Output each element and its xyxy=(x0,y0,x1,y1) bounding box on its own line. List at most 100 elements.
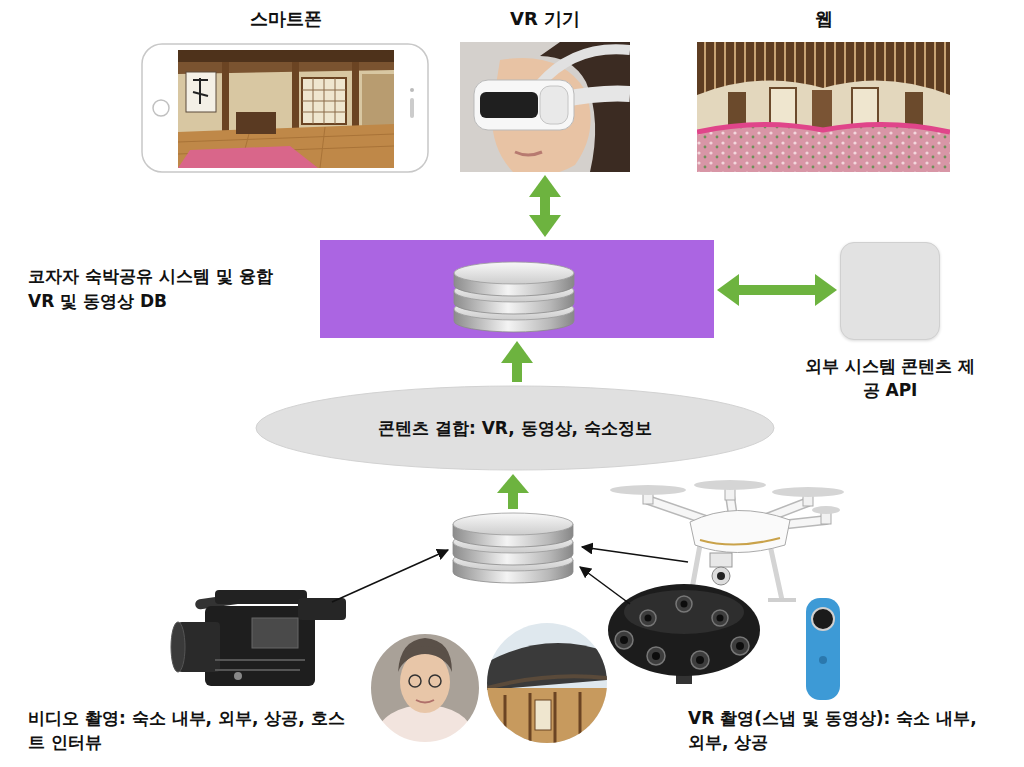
smartphone-illustration xyxy=(302,78,346,124)
web-panorama xyxy=(812,90,832,130)
node-text: VR 촬영(스냅 및 동영상): 숙소 내부, 외부, 상공 xyxy=(688,706,992,754)
house-photo xyxy=(487,676,607,688)
capture-arrows xyxy=(332,547,688,604)
system-panel xyxy=(320,240,714,338)
video-camera xyxy=(252,618,298,648)
vr-headset-photo xyxy=(460,42,630,172)
text-wrap: VR 기기 xyxy=(458,6,632,32)
vr-360-camera xyxy=(615,596,749,669)
vr-360-camera xyxy=(620,601,744,665)
drone-illustration xyxy=(710,553,732,567)
smartphone-illustration xyxy=(410,88,414,92)
green-arrow xyxy=(497,474,529,493)
node-text: 콘텐츠 결합: VR, 동영상, 숙소정보 xyxy=(378,416,652,440)
smartphone-illustration xyxy=(186,72,216,112)
smartphone-illustration xyxy=(178,127,394,168)
vr-headset-photo xyxy=(474,80,574,130)
arrow-head xyxy=(717,274,739,306)
node-text: 비디오 촬영: 숙소 내부, 외부, 상공, 호스트 인터뷰 xyxy=(28,706,346,754)
vr-360-camera xyxy=(681,601,688,608)
source-database xyxy=(453,513,573,583)
smartphone-illustration xyxy=(236,112,276,134)
vr-360-camera xyxy=(620,636,628,644)
drone-illustration xyxy=(610,480,844,600)
text-wrap: 외부 시스템 콘텐츠 제공 API xyxy=(800,354,980,402)
vr-360-camera xyxy=(676,596,692,612)
video-camera xyxy=(215,660,305,670)
node-text: 웹 xyxy=(695,6,953,32)
video-camera xyxy=(298,598,346,620)
vr-360-camera xyxy=(647,647,665,665)
capture-arrows xyxy=(580,567,630,604)
vr-headset-photo xyxy=(540,86,568,124)
vr-360-camera xyxy=(652,652,660,660)
vr-360-camera xyxy=(712,610,728,626)
drone-illustration xyxy=(712,567,730,585)
connector-line xyxy=(540,195,550,217)
phone-frame xyxy=(141,42,431,172)
vr-360-camera xyxy=(615,631,633,649)
blue-360-camera xyxy=(806,598,840,700)
vr-360-camera xyxy=(691,651,709,669)
connector-line xyxy=(737,285,817,295)
house-photo xyxy=(535,700,551,730)
node-text: 외부 시스템 콘텐츠 제공 API xyxy=(800,354,980,402)
arrow-head xyxy=(501,341,533,363)
text-wrap: 코자자 숙박공유 시스템 및 융합 VR 및 동영상 DB xyxy=(28,264,278,314)
system-panel xyxy=(454,262,574,332)
smartphone-illustration xyxy=(302,78,346,124)
host-photo xyxy=(429,675,441,687)
video-capture-label: 비디오 촬영: 숙소 내부, 외부, 상공, 호스트 인터뷰 xyxy=(28,706,346,754)
smartphone-illustration xyxy=(193,78,208,104)
connector-line xyxy=(512,361,522,382)
vr-360-camera xyxy=(608,584,760,684)
blue-360-camera xyxy=(812,608,834,630)
arrow-head xyxy=(529,215,561,237)
host-photo xyxy=(409,675,421,687)
smartphone-illustration xyxy=(178,146,318,168)
smartphone-illustration xyxy=(178,50,394,62)
web-panorama xyxy=(697,124,950,132)
vr-headset-photo xyxy=(480,92,538,118)
text-wrap: 웹 xyxy=(695,6,953,32)
text-wrap: 콘텐츠 결합: VR, 동영상, 숙소정보 xyxy=(378,416,652,440)
vr-360-camera xyxy=(696,656,704,664)
smartphone-view: 스마트폰 xyxy=(140,6,432,172)
smartphone-illustration xyxy=(222,62,229,132)
smartphone-illustration xyxy=(142,44,428,172)
arrow-head xyxy=(815,274,837,306)
capture-arrows xyxy=(582,547,688,562)
drone-illustration xyxy=(700,538,780,545)
system-db: 코자자 숙박공유 시스템 및 융합 VR 및 동영상 DB xyxy=(28,240,714,338)
system-panel xyxy=(320,240,714,338)
node-text: 코자자 숙박공유 시스템 및 융합 VR 및 동영상 DB xyxy=(28,264,278,314)
smartphone-illustration xyxy=(153,100,169,116)
video-camera xyxy=(171,622,185,672)
smartphone-illustration xyxy=(178,50,394,168)
node-text: 스마트폰 xyxy=(140,6,432,32)
green-arrow xyxy=(508,492,518,509)
house-photo xyxy=(487,688,607,743)
web-view: 웹 xyxy=(695,6,953,172)
video-camera xyxy=(234,672,242,680)
source-database xyxy=(453,513,573,583)
drone-illustration xyxy=(812,506,840,514)
video-camera xyxy=(215,590,307,604)
host-photo xyxy=(416,700,434,703)
capture-arrows xyxy=(332,550,448,602)
panorama-frame xyxy=(696,42,952,172)
green-connector xyxy=(501,341,533,382)
vr-360-camera xyxy=(608,584,760,676)
web-panorama xyxy=(697,42,950,172)
vr-360-camera xyxy=(731,637,749,655)
content-merge: 콘텐츠 결합: VR, 동영상, 숙소정보 xyxy=(255,385,775,471)
smartphone-illustration xyxy=(178,50,394,168)
green-arrow xyxy=(497,474,529,509)
house-photo xyxy=(487,623,607,743)
blue-360-camera xyxy=(806,598,840,700)
house-photo xyxy=(487,623,607,743)
smartphone-illustration xyxy=(362,74,394,130)
smartphone-illustration xyxy=(352,62,359,126)
vr-360-camera xyxy=(717,615,724,622)
vr-headset-photo xyxy=(515,152,542,155)
